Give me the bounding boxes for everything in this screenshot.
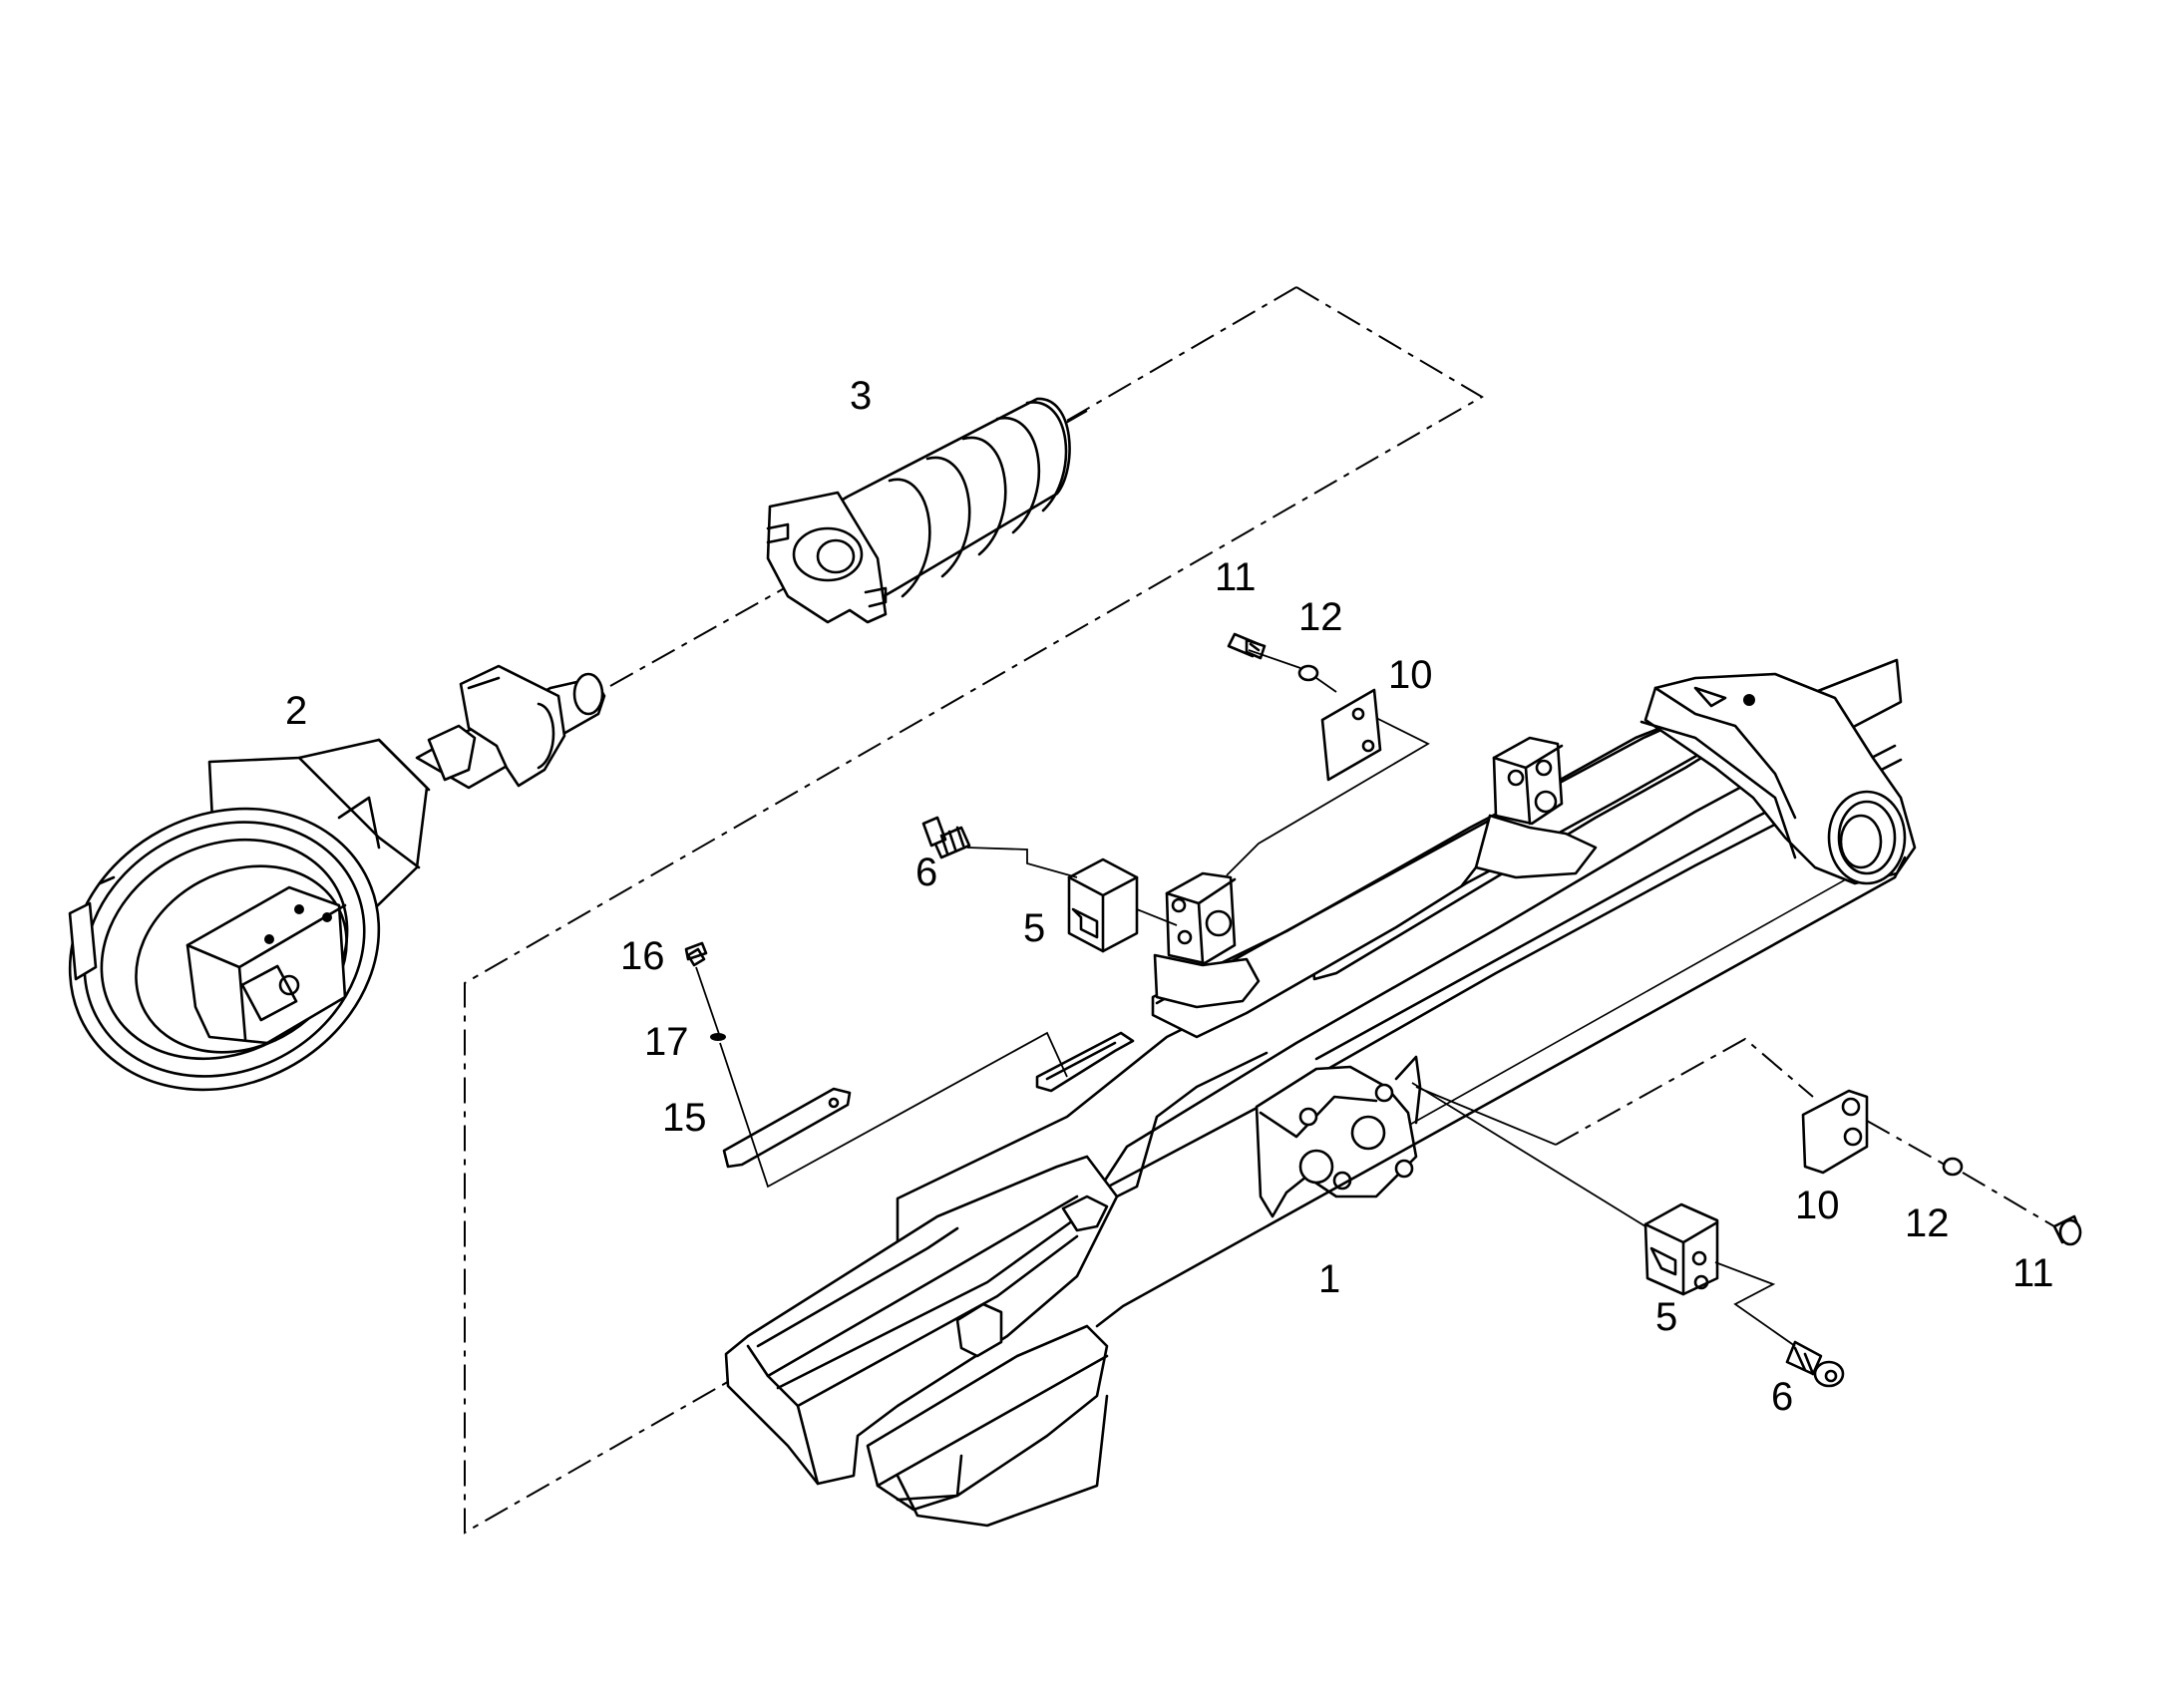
- callout-3: 3: [850, 374, 872, 418]
- callout-2: 2: [285, 689, 307, 733]
- callout-17: 17: [644, 1020, 689, 1064]
- recoil-spring-part: [766, 397, 1088, 624]
- callout-12-lower: 12: [1905, 1201, 1950, 1245]
- callout-10-lower: 10: [1795, 1184, 1840, 1227]
- callout-5-upper: 5: [1023, 906, 1045, 950]
- callout-1: 1: [1318, 1257, 1340, 1301]
- callout-11-upper: 11: [1215, 555, 1257, 599]
- upper-guide-hardware: [921, 632, 1430, 953]
- callout-12-upper: 12: [1298, 595, 1343, 639]
- callout-numbers: 1 2 3 5 5 6 6 10 10 11 11 12 12 15 16 17: [285, 374, 2054, 1419]
- wear-plate-leaders: [695, 966, 1068, 1189]
- idler-assembly-part: [68, 664, 606, 1092]
- callout-15: 15: [662, 1096, 707, 1140]
- callout-10-upper: 10: [1388, 653, 1433, 697]
- callout-16: 16: [620, 934, 665, 978]
- track-frame-part: [724, 658, 1917, 1528]
- callout-6-upper: 6: [915, 851, 937, 894]
- lower-guide-hardware: [1411, 1037, 2082, 1388]
- callout-6-lower: 6: [1771, 1375, 1793, 1419]
- callout-5-lower: 5: [1655, 1295, 1677, 1339]
- callout-11-lower: 11: [2012, 1251, 2054, 1295]
